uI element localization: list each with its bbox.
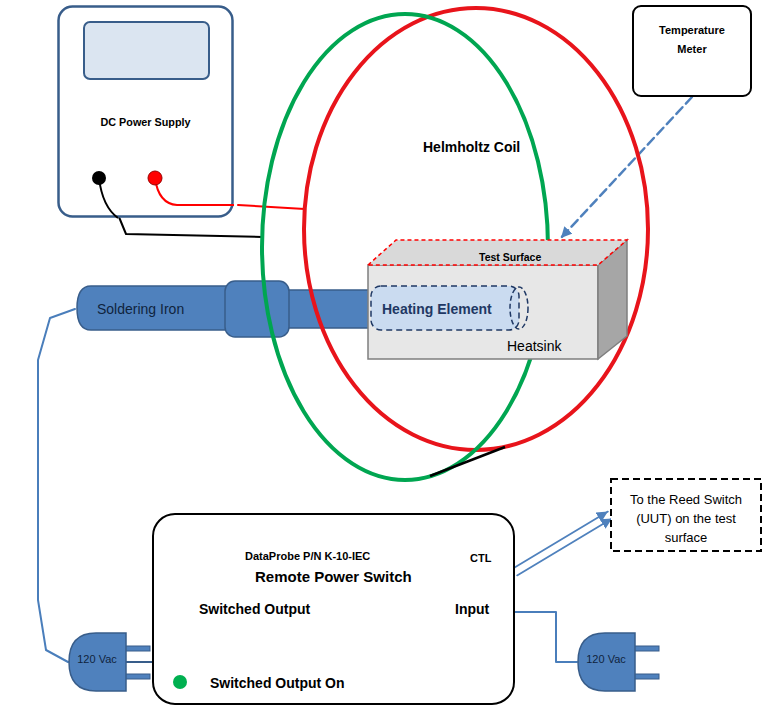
iron-handle	[77, 286, 230, 330]
plug-prong	[634, 674, 659, 679]
label-holder: 120 Vac	[586, 648, 626, 667]
node-label: 120 Vac	[77, 653, 117, 665]
label-holder: Test Surface	[479, 246, 541, 265]
power-switch-outline	[153, 514, 514, 704]
plug-prong	[634, 646, 659, 651]
node-label: Input	[455, 601, 489, 617]
node-label: Temperature Meter	[659, 24, 725, 55]
black-terminal	[92, 171, 106, 185]
connector-line	[38, 309, 75, 662]
node-label: DataProbe P/N K-10-IEC	[245, 550, 370, 562]
label-holder: Input	[455, 599, 489, 618]
ac-plug: 120 Vac	[577, 632, 635, 692]
ac-plug: 120 Vac	[68, 632, 126, 692]
iron-tip	[285, 290, 370, 328]
connector-line	[515, 612, 577, 662]
meter-outline	[633, 6, 751, 96]
status-led	[173, 675, 187, 689]
coil-link-wire	[430, 447, 505, 476]
node-label: To the Reed Switch (UUT) on the test sur…	[630, 492, 742, 545]
label-holder: CTL	[470, 547, 491, 566]
label-holder: Switched Output On	[210, 673, 345, 692]
node-label: Switched Output On	[210, 675, 345, 691]
heating-element-end	[510, 287, 528, 329]
heatsink-front	[368, 265, 598, 359]
node-label: DC Power Supply	[101, 116, 191, 128]
node-label: Helmholtz Coil	[421, 139, 522, 155]
label-holder: To the Reed Switch (UUT) on the test sur…	[630, 489, 742, 547]
helmholtz-coil: Helmholtz Coil Test SurfaceHeatsink Heat…	[258, 5, 650, 487]
red-coil-loop	[304, 8, 648, 450]
plug-prong	[125, 646, 150, 651]
power-supply-outline	[59, 7, 233, 217]
heating-element: Heating Element	[370, 285, 530, 331]
red-wire	[238, 205, 305, 209]
label-holder: 120 Vac	[77, 648, 117, 667]
plug-body	[69, 633, 126, 691]
reed-switch-note: To the Reed Switch (UUT) on the test sur…	[610, 478, 762, 552]
power-supply-art	[57, 5, 234, 218]
node-label: Soldering Iron	[97, 301, 184, 317]
node-label: Heating Element	[382, 301, 492, 317]
connector-line	[238, 205, 305, 209]
label-holder: Soldering Iron	[97, 299, 184, 318]
remote-power-switch: DataProbe P/N K-10-IEC Remote Power Switc…	[152, 513, 515, 705]
node-label: Switched Output	[199, 601, 310, 617]
plug-prong	[125, 674, 150, 679]
input-cord	[515, 612, 577, 662]
connector-line	[126, 661, 152, 663]
reed-note-outline	[611, 479, 761, 551]
label-holder: Heating Element	[382, 299, 492, 318]
power-supply-box: DC Power Supply	[57, 5, 238, 218]
node-label: 120 Vac	[586, 653, 626, 665]
label-holder: Helmholtz Coil	[421, 137, 522, 156]
iron-collar	[225, 281, 289, 337]
plug-body	[578, 633, 635, 691]
red-terminal	[148, 171, 162, 185]
label-holder: Switched Output	[199, 599, 310, 618]
label-holder: DC Power Supply	[57, 111, 234, 130]
node-label: CTL	[470, 552, 491, 564]
soldering-iron: Soldering Iron	[75, 280, 370, 338]
node-label: Heatsink	[507, 338, 561, 354]
label-holder: Remote Power Switch	[255, 567, 412, 586]
label-holder: DataProbe P/N K-10-IEC	[245, 545, 370, 564]
node-label: Remote Power Switch	[255, 568, 412, 585]
display-screen	[84, 22, 209, 79]
test-surface-face	[368, 240, 627, 265]
red-lead	[155, 178, 234, 205]
connector-line	[517, 518, 612, 575]
connector-line	[119, 218, 262, 237]
label-holder: Heatsink	[507, 336, 561, 355]
black-wire	[119, 218, 262, 237]
meter-box: Temperature Meter	[632, 5, 752, 97]
heatsink-block: Test SurfaceHeatsink Heating Element	[367, 238, 629, 360]
label-holder: Temperature Meter	[647, 19, 737, 57]
heating-element-outline	[371, 286, 519, 330]
node-label: Test Surface	[479, 251, 541, 263]
connector-line	[513, 512, 608, 569]
power-cord	[38, 309, 75, 662]
plug-connection	[126, 662, 152, 663]
control-lines	[513, 512, 612, 576]
